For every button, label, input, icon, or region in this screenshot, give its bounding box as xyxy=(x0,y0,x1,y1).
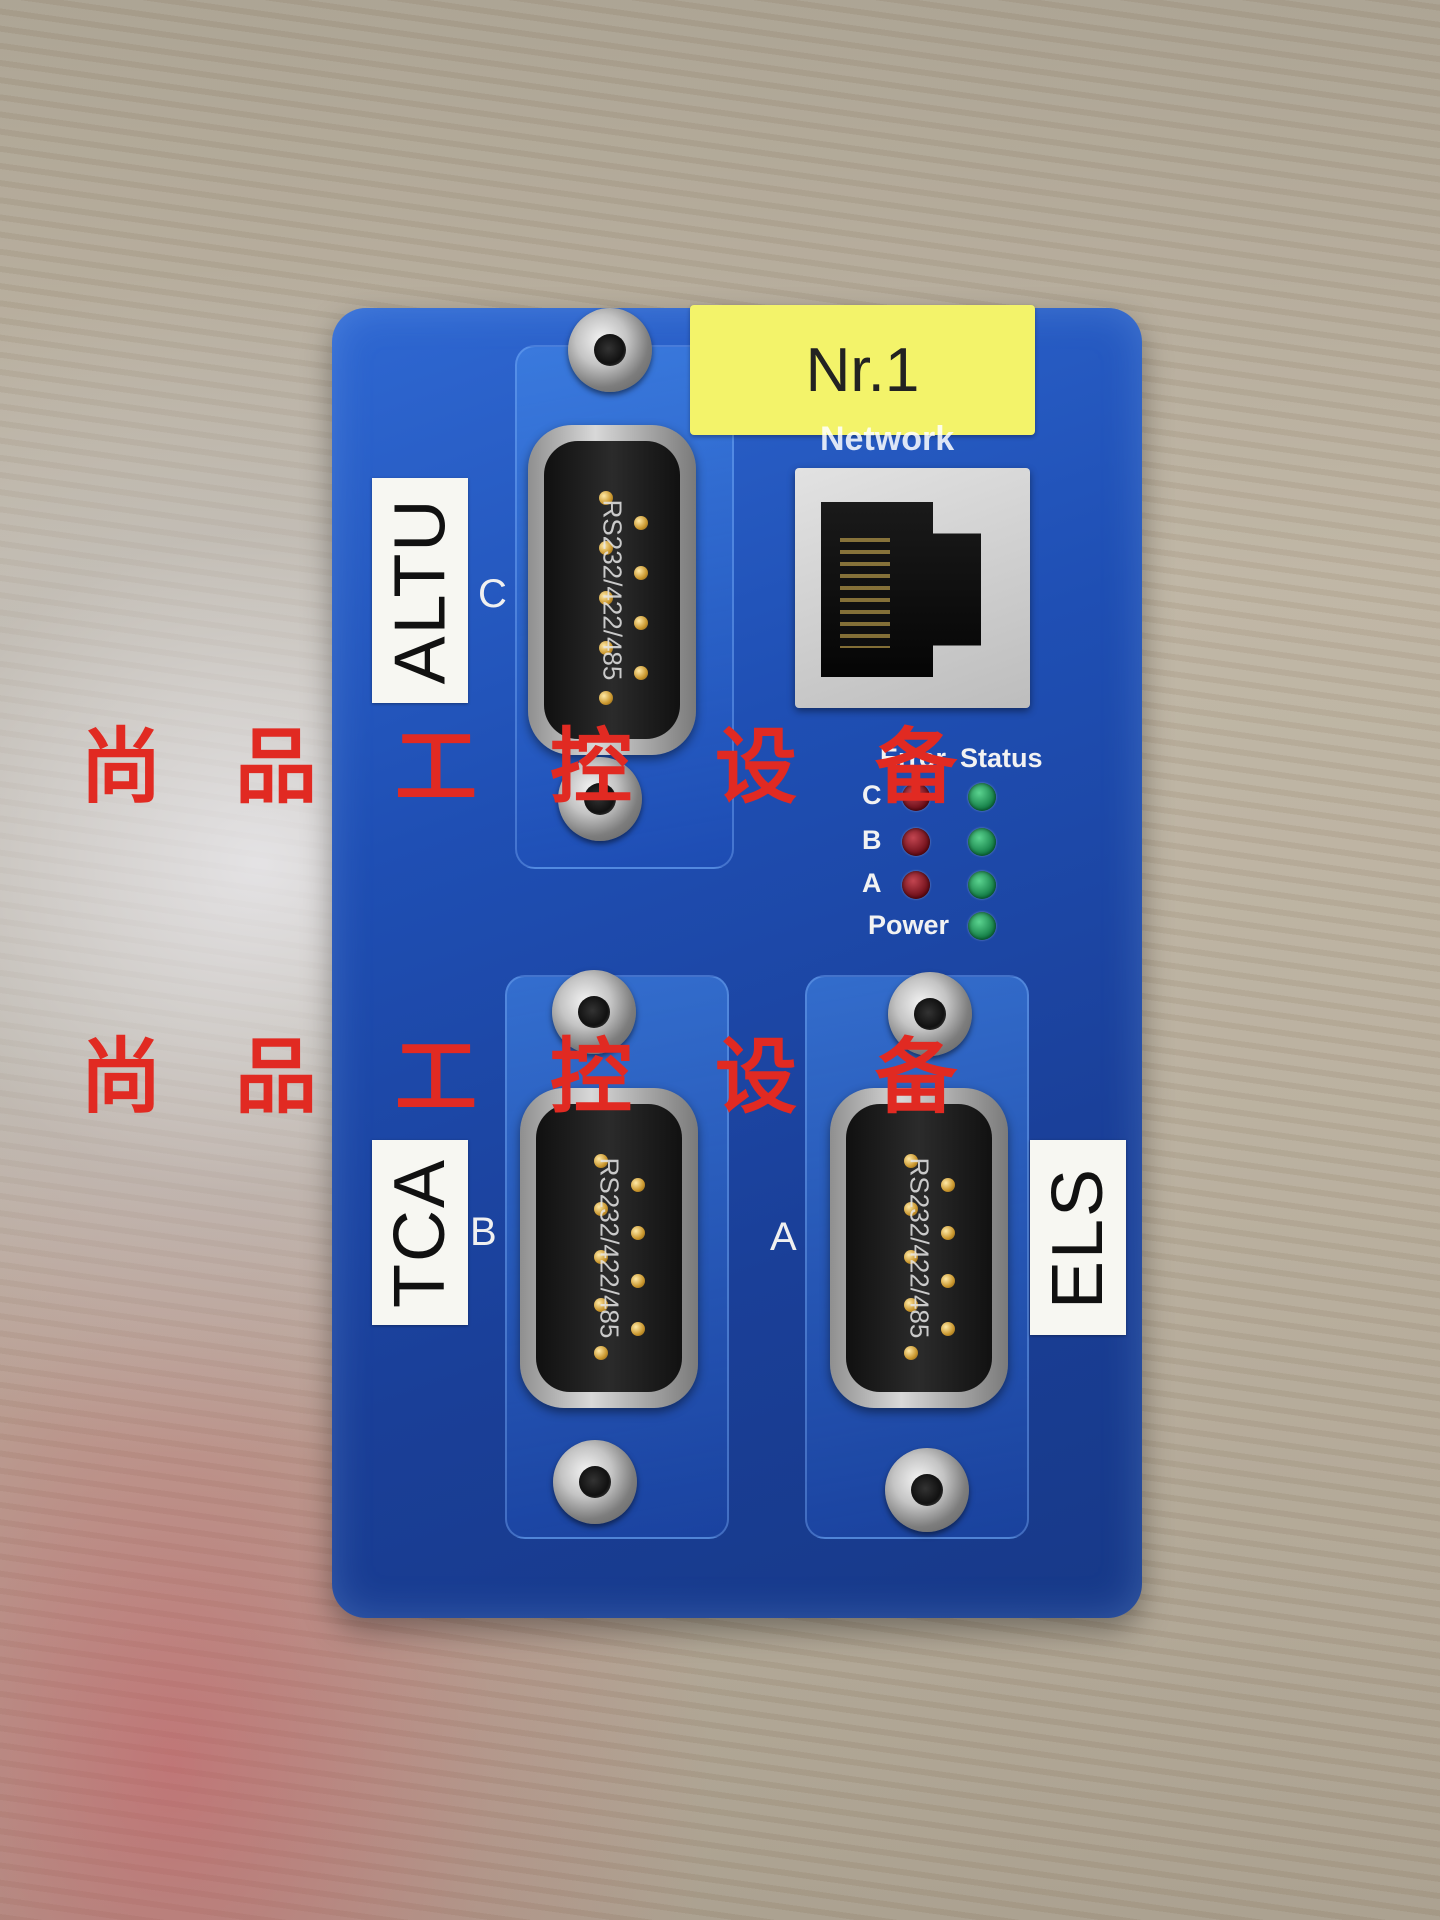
port-a-letter: A xyxy=(770,1215,797,1259)
led-a-error-indicator xyxy=(902,871,930,899)
port-b-connector[interactable]: RS232/422/485 xyxy=(520,1088,698,1408)
watermark-char: 设 xyxy=(715,720,798,815)
led-power-indicator xyxy=(968,912,996,940)
led-row-a-label: A xyxy=(862,868,882,898)
network-port[interactable] xyxy=(795,468,1030,708)
led-a-status-indicator xyxy=(968,871,996,899)
watermark-char: 设 xyxy=(715,1030,798,1125)
watermark-char: 控 xyxy=(550,720,633,815)
watermark-char: 品 xyxy=(235,720,318,815)
port-b-name-tag: TCA xyxy=(372,1140,468,1325)
led-power-label: Power xyxy=(868,910,950,940)
port-b-top-screw xyxy=(552,970,636,1054)
watermark-char: 备 xyxy=(875,720,958,815)
port-c-letter: C xyxy=(478,572,507,616)
led-row-b-label: B xyxy=(862,825,882,855)
port-a-bottom-screw xyxy=(885,1448,969,1532)
network-port-contacts xyxy=(840,538,890,648)
led-status-label: Status xyxy=(960,743,1043,773)
watermark-char: 品 xyxy=(235,1030,318,1125)
port-b-name-text: TCA xyxy=(380,1157,460,1308)
port-a-name-text: ELS xyxy=(1038,1166,1118,1309)
watermark-char: 控 xyxy=(550,1030,633,1125)
port-c-connector-text: RS232/422/485 xyxy=(597,499,628,681)
led-c-error-indicator xyxy=(902,783,930,811)
number-tag: Nr.1 xyxy=(690,305,1035,435)
port-a-connector[interactable]: RS232/422/485 xyxy=(830,1088,1008,1408)
led-b-status-indicator xyxy=(968,828,996,856)
watermark-char: 尚 xyxy=(80,720,163,815)
watermark-char: 备 xyxy=(875,1030,958,1125)
port-a-connector-text: RS232/422/485 xyxy=(904,1157,935,1339)
port-a-top-screw xyxy=(888,972,972,1056)
led-c-status-indicator xyxy=(968,783,996,811)
watermark-char: 工 xyxy=(395,720,478,815)
port-c-name-tag: ALTU xyxy=(372,478,468,703)
port-c-top-screw xyxy=(568,308,652,392)
port-b-letter: B xyxy=(470,1210,497,1254)
watermark-row-top: 尚 品 工 控 设 备 xyxy=(0,700,1440,815)
watermark-row-bottom: 尚 品 工 控 设 备 xyxy=(0,1010,1440,1125)
network-label: Network xyxy=(820,420,955,458)
led-error-label: Error xyxy=(880,743,947,773)
watermark-char: 尚 xyxy=(80,1030,163,1125)
led-b-error-indicator xyxy=(902,828,930,856)
port-c-connector[interactable]: RS232/422/485 xyxy=(528,425,696,755)
port-b-connector-text: RS232/422/485 xyxy=(594,1157,625,1339)
port-a-name-tag: ELS xyxy=(1030,1140,1126,1335)
port-b-bottom-screw xyxy=(553,1440,637,1524)
port-c-bottom-screw xyxy=(558,757,642,841)
watermark-char: 工 xyxy=(395,1030,478,1125)
port-c-name-text: ALTU xyxy=(380,497,461,684)
led-row-c-label: C xyxy=(862,780,882,810)
